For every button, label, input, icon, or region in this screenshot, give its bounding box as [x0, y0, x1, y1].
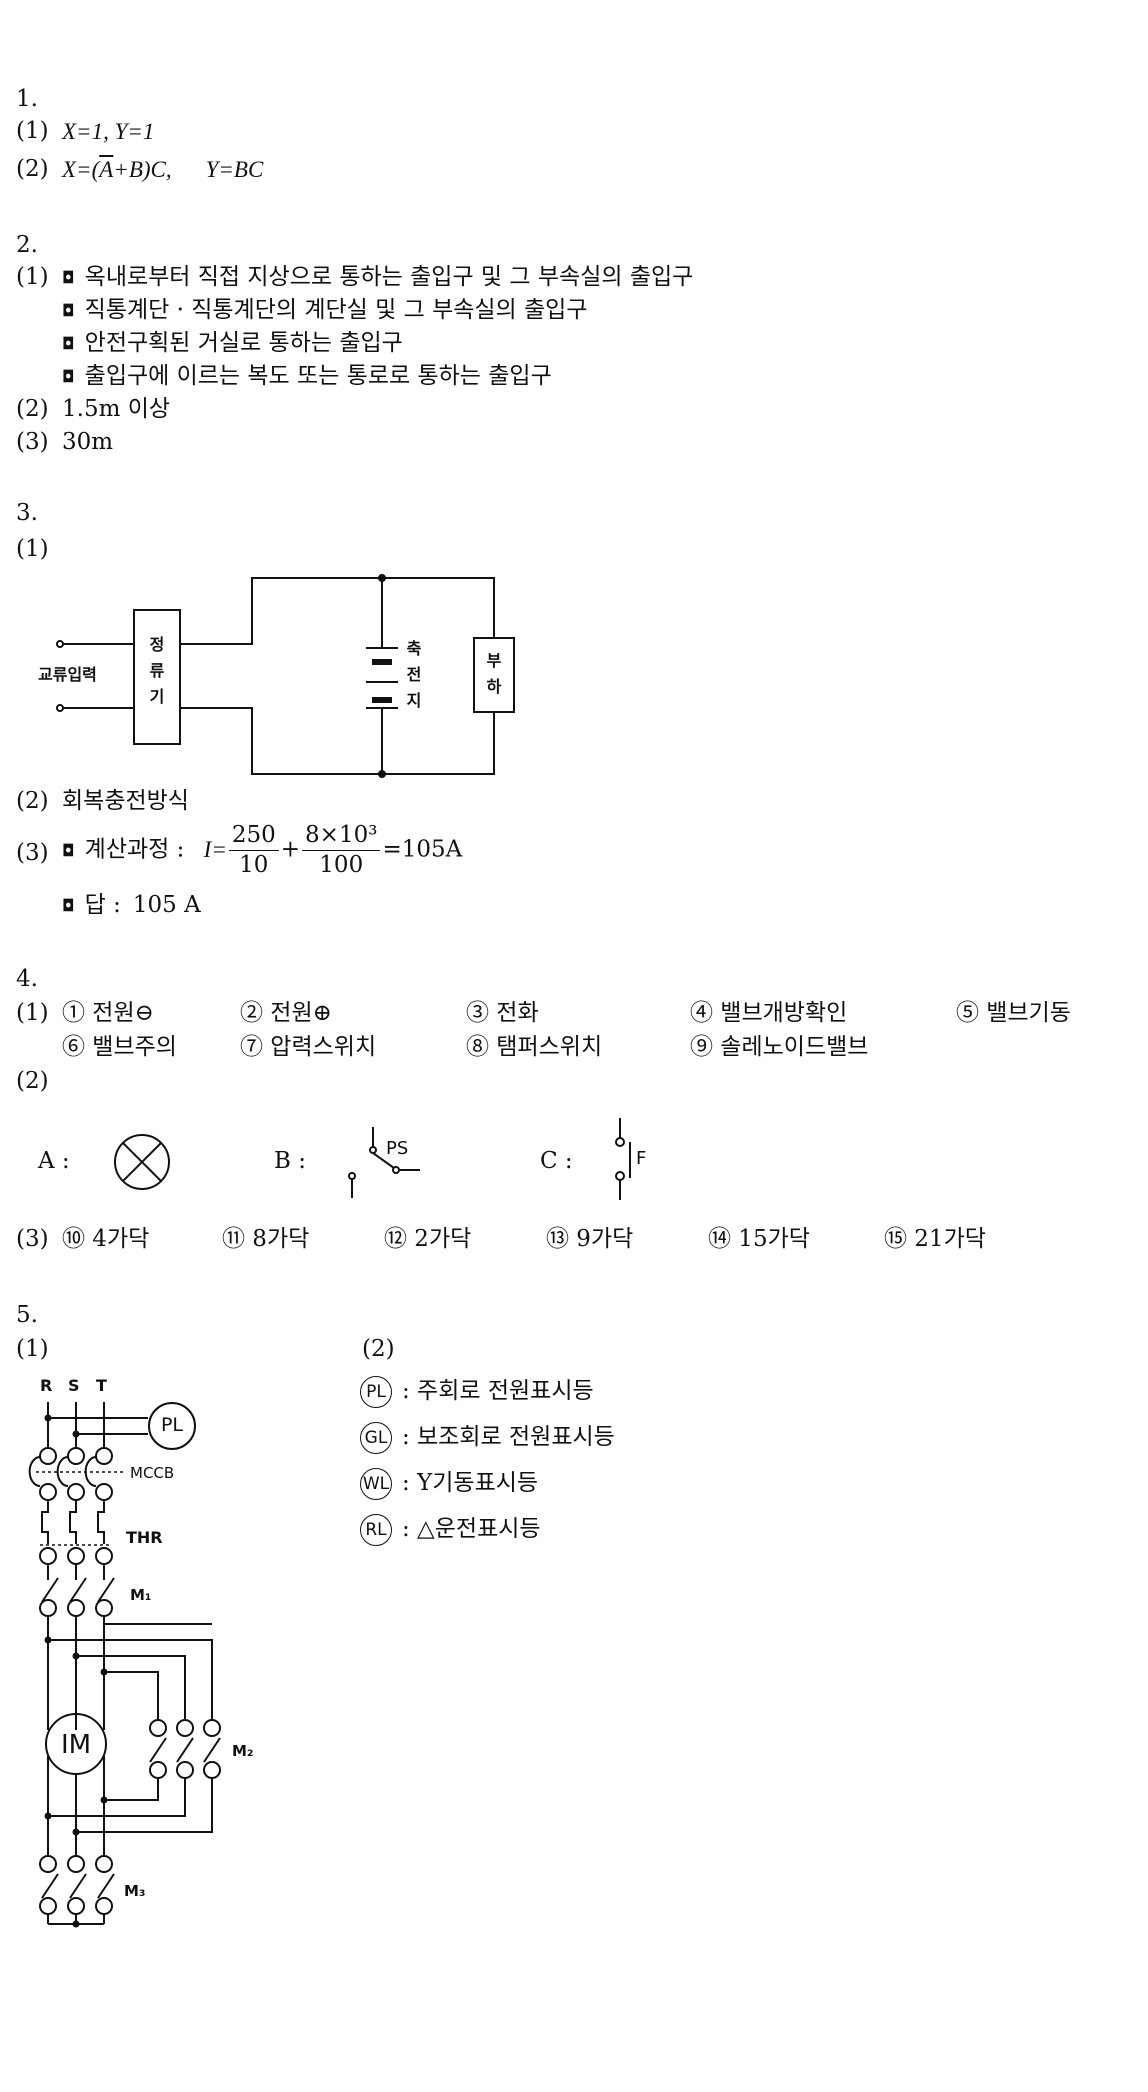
- q3-sub1-label: (1): [16, 536, 49, 562]
- q2-number: 2.: [16, 232, 38, 258]
- phase-t-label: T: [96, 1376, 107, 1395]
- q4-wire-15: ⑮ 21가닥: [884, 1226, 986, 1252]
- pl-lamp: [148, 1402, 196, 1450]
- q4-item-3: ③ 전화: [466, 1000, 539, 1026]
- phase-s-label: S: [68, 1376, 80, 1395]
- q1-number: 1.: [16, 86, 38, 112]
- dc-power-diagram: [56, 574, 515, 778]
- lamp-code: WL: [360, 1468, 392, 1500]
- bullet-icon: ◘: [62, 367, 75, 386]
- q3-answer: ◘답 :105 A: [62, 892, 201, 918]
- q3-sub2-text: 회복충전방식: [62, 788, 189, 814]
- symbol-c-label: C :: [540, 1148, 573, 1174]
- q2-item-4: ◘출입구에 이르는 복도 또는 통로로 통하는 출입구: [62, 363, 552, 389]
- q1-sub1-label: (1): [16, 118, 49, 144]
- m1-label: M₁: [130, 1586, 152, 1604]
- q4-item-7: ⑦ 압력스위치: [240, 1034, 377, 1060]
- lamp-symbol: [114, 1134, 170, 1190]
- ps-label: PS: [386, 1138, 409, 1159]
- y-delta-circuit: [28, 1402, 221, 1928]
- q1-sub2-label: (2): [16, 156, 49, 182]
- q1-sub2-expr: X=(A+B)C,Y=BC: [62, 157, 264, 182]
- tamper-switch-symbol: [615, 1118, 631, 1200]
- q3-sub2-label: (2): [16, 788, 49, 814]
- m3-label: M₃: [124, 1882, 146, 1900]
- motor-label: IM: [60, 1730, 92, 1760]
- q2-item-2: ◘직통계단 · 직통계단의 계단실 및 그 부속실의 출입구: [62, 297, 588, 323]
- lamp-code: RL: [360, 1514, 392, 1546]
- f-label: F: [636, 1148, 647, 1169]
- input-terminal: [56, 640, 64, 648]
- q4-wire-13: ⑬ 9가닥: [546, 1226, 634, 1252]
- q4-number: 4.: [16, 966, 38, 992]
- q4-item-1: ① 전원⊖: [62, 1000, 154, 1026]
- pl-lamp-label: PL: [160, 1414, 184, 1436]
- q2-sub3-text: 30m: [62, 429, 114, 455]
- q4-item-4: ④ 밸브개방확인: [690, 1000, 848, 1026]
- pressure-switch-symbol: [348, 1127, 420, 1198]
- q4-wire-11: ⑪ 8가닥: [222, 1226, 310, 1252]
- q1-sub1-expr: X=1, Y=1: [62, 119, 155, 144]
- bullet-icon: ◘: [62, 268, 75, 287]
- q2-sub1-label: (1): [16, 264, 49, 290]
- q3-number: 3.: [16, 500, 38, 526]
- lamp-legend-rl: RL: △운전표시등: [360, 1514, 541, 1546]
- q2-item-3: ◘안전구획된 거실로 통하는 출입구: [62, 330, 403, 356]
- q4-wire-10: ⑩ 4가닥: [62, 1226, 150, 1252]
- ac-input-label: 교류입력: [38, 665, 97, 684]
- q4-item-6: ⑥ 밸브주의: [62, 1034, 177, 1060]
- thr-label: THR: [126, 1528, 163, 1547]
- q4-sub3-label: (3): [16, 1226, 49, 1252]
- q4-sub1-label: (1): [16, 1000, 49, 1026]
- symbol-a-label: A :: [38, 1148, 70, 1174]
- q4-item-8: ⑧ 탬퍼스위치: [466, 1034, 603, 1060]
- a-bar: A: [99, 157, 114, 182]
- lamp-code: GL: [360, 1422, 392, 1454]
- lamp-legend-pl: PL: 주회로 전원표시등: [360, 1376, 594, 1408]
- lamp-legend-wl: WL: Y기동표시등: [360, 1468, 538, 1500]
- q4-wire-14: ⑭ 15가닥: [708, 1226, 810, 1252]
- bullet-icon: ◘: [62, 896, 75, 915]
- symbol-b-label: B :: [274, 1148, 306, 1174]
- q2-sub2-label: (2): [16, 396, 49, 422]
- lamp-legend-gl: GL: 보조회로 전원표시등: [360, 1422, 615, 1454]
- load-box: [473, 637, 515, 713]
- phase-r-label: R: [40, 1376, 53, 1395]
- bullet-icon: ◘: [62, 840, 75, 860]
- q2-sub2-text: 1.5m 이상: [62, 396, 171, 422]
- bullet-icon: ◘: [62, 301, 75, 320]
- input-terminal: [56, 704, 64, 712]
- q4-item-9: ⑨ 솔레노이드밸브: [690, 1034, 869, 1060]
- m2-label: M₂: [232, 1742, 254, 1760]
- q3-sub3-label: (3): [16, 840, 49, 866]
- q4-wire-12: ⑫ 2가닥: [384, 1226, 472, 1252]
- lamp-code: PL: [360, 1376, 392, 1408]
- q2-item-1: ◘옥내로부터 직접 지상으로 통하는 출입구 및 그 부속실의 출입구: [62, 264, 694, 290]
- q4-sub2-label: (2): [16, 1068, 49, 1094]
- q5-sub1-label: (1): [16, 1336, 49, 1362]
- q5-number: 5.: [16, 1302, 38, 1328]
- bullet-icon: ◘: [62, 334, 75, 353]
- q4-item-5: ⑤ 밸브기동: [956, 1000, 1071, 1026]
- q5-sub2-label: (2): [362, 1336, 395, 1362]
- rectifier-box: [133, 609, 181, 745]
- q4-item-2: ② 전원⊕: [240, 1000, 332, 1026]
- mccb-label: MCCB: [130, 1464, 175, 1482]
- q2-sub3-label: (3): [16, 429, 49, 455]
